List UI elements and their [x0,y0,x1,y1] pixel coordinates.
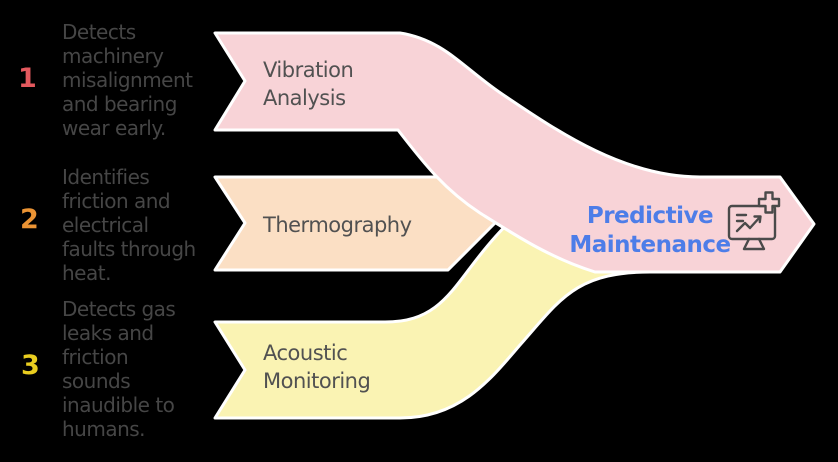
plus-cross-icon [757,191,781,214]
monitor-screen [727,204,777,241]
step-number-2: 2 [20,204,39,235]
step-description-3: Detects gas leaks and friction sounds in… [62,297,176,441]
monitor-stand [742,237,766,251]
step-number-1: 1 [18,63,37,94]
step-number-3: 3 [21,350,40,381]
result-label-predictive-maintenance: Predictive Maintenance [569,203,731,258]
screen-dash-lines [735,213,748,223]
vibration-analysis-result-band [213,31,816,274]
band-label-thermography: Thermography [263,213,412,237]
trend-line [735,215,762,233]
band-label-vibration-analysis: Vibration Analysis [263,58,354,110]
step-description-2: Identifies friction and electrical fault… [62,165,196,285]
monitor-chart-plus-icon [727,191,781,251]
step-description-1: Detects machinery misalignment and beari… [62,20,193,140]
band-label-acoustic-monitoring: Acoustic Monitoring [263,341,371,393]
